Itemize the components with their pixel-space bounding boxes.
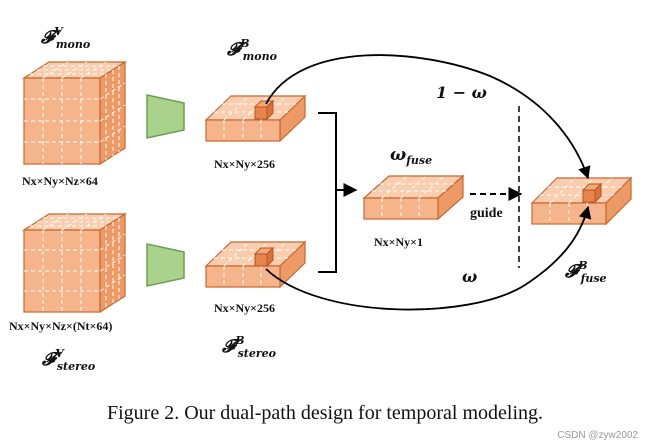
fused-bev-small-cube-front bbox=[582, 189, 596, 203]
mono-bev-slab bbox=[204, 94, 307, 143]
stereo-compress-funnel bbox=[146, 243, 185, 287]
mono-bev-dim-label: Nx×Ny×256 bbox=[214, 157, 275, 171]
weight-map-slab bbox=[362, 174, 465, 221]
omega-fuse-label: ωfuse bbox=[390, 145, 432, 167]
mono-volume-dim-label: Nx×Ny×Nz×64 bbox=[22, 174, 98, 188]
stereo-bev-small-cube-front bbox=[254, 253, 268, 267]
guide-label: guide bbox=[470, 206, 503, 221]
fused-bev-slab bbox=[530, 176, 633, 226]
watermark: CSDN @zyw2002 bbox=[557, 430, 638, 441]
mono-bev-small-cube-front bbox=[254, 106, 268, 120]
mono-compress-funnel bbox=[146, 94, 185, 139]
stereo-to-fuse-curve-arrow bbox=[265, 205, 592, 311]
stereo-bev-slab bbox=[204, 240, 307, 289]
stereo-volume-dim-label: Nx×Ny×Nz×(Nt×64) bbox=[9, 319, 112, 333]
figure-caption: Figure 2. Our dual-path design for tempo… bbox=[106, 402, 543, 424]
bev-merge-bracket bbox=[318, 112, 337, 273]
stereo-voxel-volume bbox=[21, 212, 128, 314]
stereo-bev-dim-label: Nx×Ny×256 bbox=[214, 301, 275, 315]
omega-label: ω bbox=[462, 267, 477, 286]
mono-voxel-volume bbox=[21, 60, 128, 166]
weight-map-dim-label: Nx×Ny×1 bbox=[374, 235, 423, 249]
one-minus-omega-label: 1 − ω bbox=[436, 83, 487, 102]
mono-to-fuse-curve-arrow bbox=[265, 54, 591, 180]
